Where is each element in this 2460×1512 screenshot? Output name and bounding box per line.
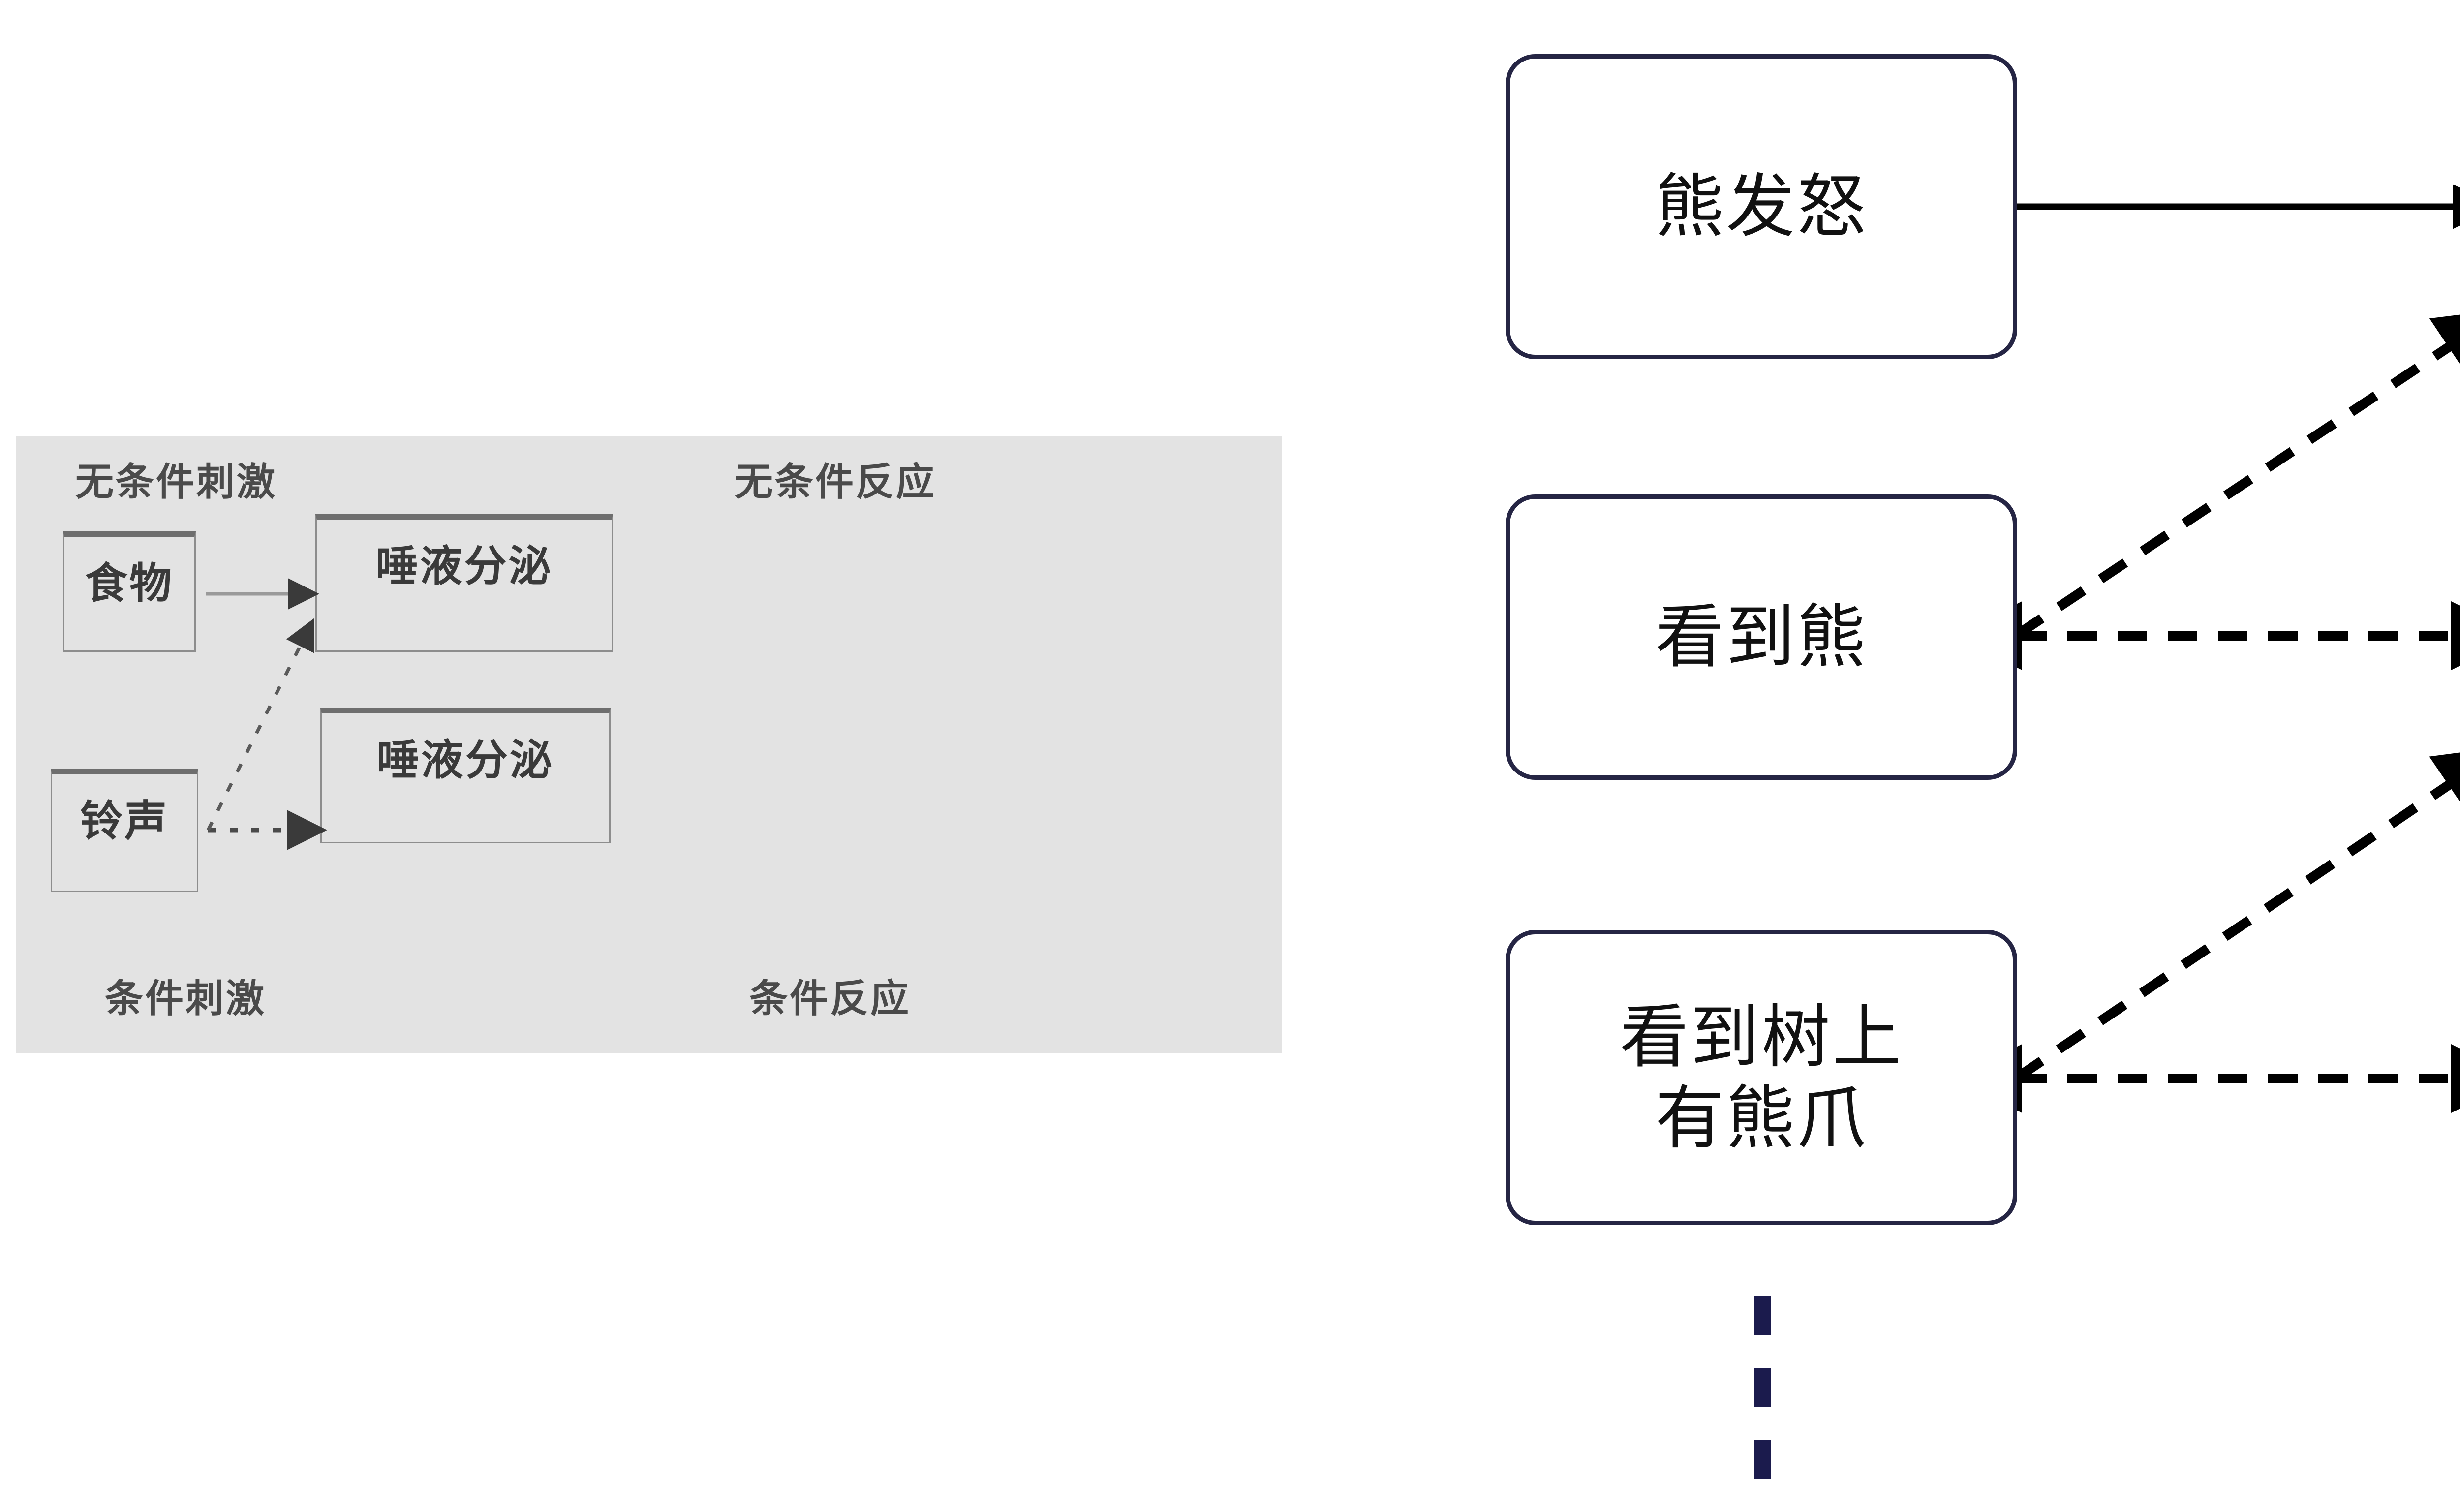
- ellipsis-left-column: [1754, 1296, 1771, 1512]
- pavlov-box-food: 食物: [63, 531, 196, 652]
- rl-box-see-bear-label: 看到熊: [1655, 598, 1868, 676]
- rl-edge-see-to-reward: [2014, 309, 2460, 639]
- conditioned-stimulus-label: 条件刺激: [105, 977, 267, 1020]
- conditioned-response-label: 条件反应: [749, 977, 911, 1020]
- ellipsis-dot: [1754, 1440, 1771, 1479]
- pavlov-box-salivation-unconditioned: 唾液分泌: [315, 514, 613, 652]
- unconditioned-response-label: 无条件反应: [735, 460, 937, 503]
- rl-box-bear-angry[interactable]: 熊发怒: [1506, 54, 2017, 359]
- pavlov-arrows: [206, 578, 327, 850]
- rl-edge-claw-to-vsprime: [2014, 746, 2460, 1082]
- rl-box-see-claw-on-tree-label: 看到树上 有熊爪: [1619, 998, 1903, 1157]
- pavlov-conditioning-panel: 无条件刺激 无条件反应 食物 铃声 唾液分泌 唾液分泌 条件刺激 条件反应: [16, 436, 1282, 1053]
- pavlov-box-salivation-unconditioned-label: 唾液分泌: [375, 543, 553, 590]
- pavlov-box-salivation-conditioned: 唾液分泌: [320, 708, 611, 843]
- pavlov-box-salivation-conditioned-label: 唾液分泌: [377, 737, 554, 784]
- pavlov-box-food-label: 食物: [85, 560, 174, 607]
- ellipsis-dot: [1754, 1368, 1771, 1407]
- pavlov-box-bell: 铃声: [51, 769, 198, 892]
- unconditioned-stimulus-label: 无条件刺激: [75, 460, 277, 503]
- rl-box-see-bear[interactable]: 看到熊: [1506, 494, 2017, 780]
- ellipsis-dot: [1754, 1296, 1771, 1335]
- pavlov-box-bell-label: 铃声: [80, 798, 169, 845]
- rl-box-see-claw-on-tree[interactable]: 看到树上 有熊爪: [1506, 930, 2017, 1225]
- rl-box-bear-angry-label: 熊发怒: [1655, 168, 1868, 246]
- pavlov-arrow-bell-to-unconditioned-salivation: [206, 618, 314, 831]
